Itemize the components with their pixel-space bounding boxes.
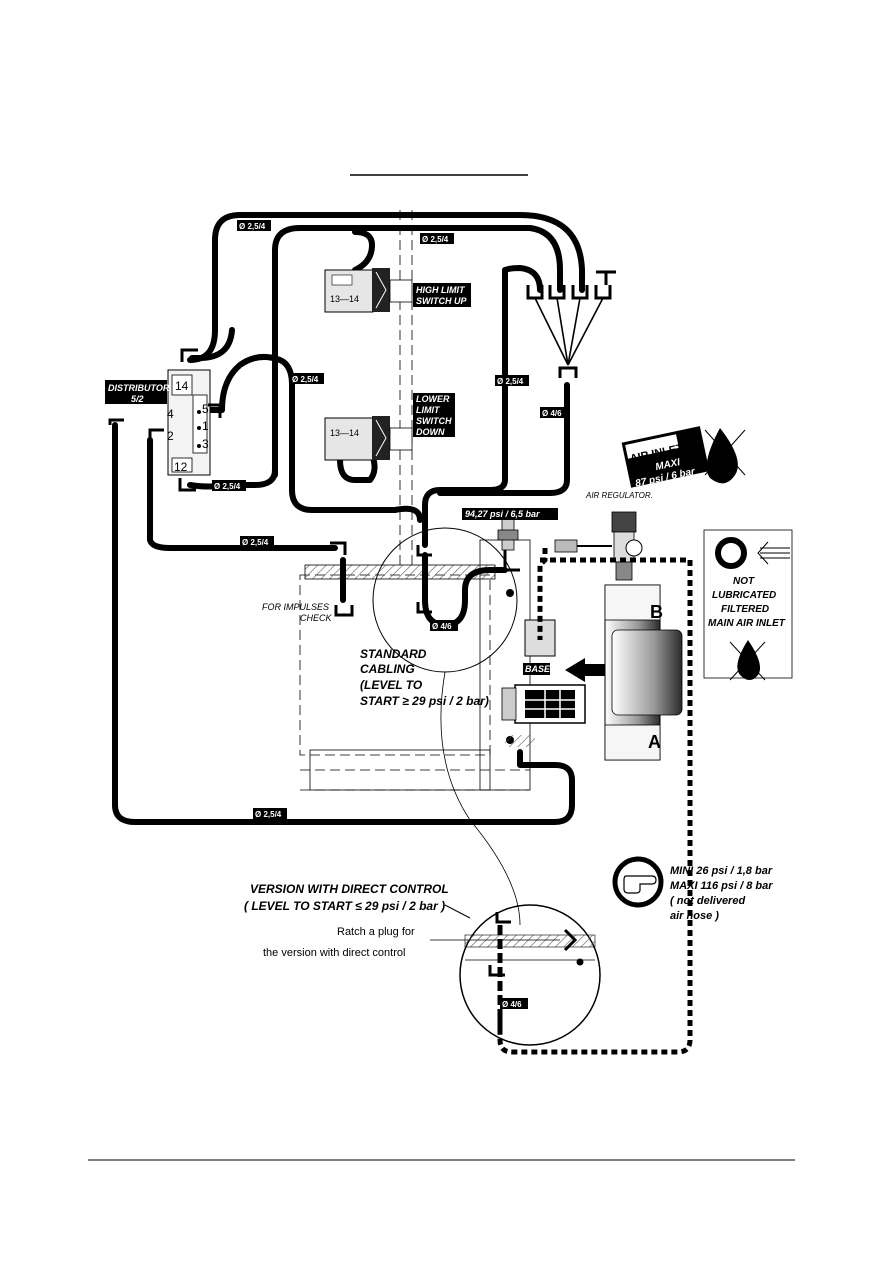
impulses-check-line1: FOR IMPULSES <box>262 602 329 612</box>
pressure-label-bg <box>462 508 558 520</box>
pressure-note-line3: ( not delivered <box>670 895 745 907</box>
distributor-label-line2: 5/2 <box>131 394 144 404</box>
air-inlet-line2: MAXI <box>654 457 681 473</box>
not-lubricated-line3: FILTERED <box>721 604 769 615</box>
port-14-label: 14 <box>175 379 189 393</box>
manifold-fan <box>534 297 604 366</box>
standard-cabling-line3: (LEVEL TO <box>360 678 423 692</box>
inlet-arrow-icon <box>757 541 790 565</box>
distributor-label-line1: DISTRIBUTOR <box>108 383 170 393</box>
standard-cabling-line2: CABLING <box>360 662 415 676</box>
dia-label-right-middle: Ø 2,5/4 <box>497 377 524 386</box>
pressure-note-line2: MAXI 116 psi / 8 bar <box>670 880 773 892</box>
hoses <box>112 212 585 825</box>
ratch-line2: the version with direct control <box>263 947 405 959</box>
leader-curve <box>440 671 521 926</box>
standard-cabling-line1: STANDARD <box>360 647 427 661</box>
distributor-block <box>108 348 222 492</box>
high-switch-terminal: 13—14 <box>330 294 359 304</box>
lower-limit-label-line2: LIMIT <box>416 405 441 415</box>
lower-switch-terminal: 13—14 <box>330 428 359 438</box>
pressure-note-line1: MINI 26 psi / 1,8 bar <box>670 865 773 877</box>
dia-label-impulses: Ø 2,5/4 <box>242 538 269 547</box>
base-arrow <box>565 658 605 682</box>
high-limit-switch <box>324 268 413 313</box>
impulse-fittings <box>330 541 432 617</box>
base-label: BASE <box>525 664 551 674</box>
hand-pointer-icon <box>612 856 664 908</box>
air-regulator-label: AIR REGULATOR. <box>585 491 653 500</box>
air-supply-dotted-line <box>497 548 693 1055</box>
not-lubricated-line1: NOT <box>733 576 755 587</box>
port-1-label: 1 <box>202 419 209 433</box>
air-regulator <box>554 511 643 581</box>
lower-limit-label-line4: DOWN <box>416 427 445 437</box>
not-lubricated-line4: MAIN AIR INLET <box>708 618 786 629</box>
cylinder <box>604 584 683 761</box>
dia-labels <box>212 220 568 1009</box>
direct-control-arrow <box>444 904 471 919</box>
port-4-label: 4 <box>167 407 174 421</box>
dia-label-manifold-feed: Ø 4/6 <box>542 409 562 418</box>
lower-limit-label-line1: LOWER <box>416 394 450 404</box>
oil-drop-crossed-icon-top <box>704 428 746 484</box>
lower-limit-label-line3: SWITCH <box>416 416 452 426</box>
lower-limit-switch <box>324 416 413 461</box>
pressure-valve-label: 94,27 psi / 6,5 bar <box>465 509 540 519</box>
standard-cabling-line4: START ≥ 29 psi / 2 bar) <box>360 694 489 708</box>
port-5-label: 5 <box>202 402 209 416</box>
dia-label-top-left: Ø 2,5/4 <box>239 222 266 231</box>
ratch-line1: Ratch a plug for <box>337 926 415 938</box>
air-inlet-tag <box>621 426 710 488</box>
cylinder-a-label: A <box>648 732 661 752</box>
direct-detail-circle <box>459 904 601 1046</box>
high-limit-label-bg <box>413 283 471 307</box>
direct-control-line2: ( LEVEL TO START ≤ 29 psi / 2 bar ) <box>244 899 445 913</box>
lower-limit-label-bg <box>413 393 455 437</box>
dia-label-circle: Ø 4/6 <box>432 622 452 631</box>
manifold-fittings <box>526 270 616 378</box>
distributor-label-bg <box>105 380 167 404</box>
pressure-note-line4: air hose ) <box>670 910 719 922</box>
port-12-label: 12 <box>174 460 188 474</box>
pressure-valve <box>497 509 520 597</box>
dia-label-bottom-loop: Ø 2,5/4 <box>255 810 282 819</box>
port-3-label: 3 <box>202 437 209 451</box>
dia-label-top-middle: Ø 2,5/4 <box>422 235 449 244</box>
port-2-label: 2 <box>167 429 174 443</box>
dia-label-left-middle: Ø 2,5/4 <box>292 375 319 384</box>
oil-drop-crossed-icon-bottom <box>729 640 766 681</box>
direct-control-line1: VERSION WITH DIRECT CONTROL <box>250 882 449 896</box>
dia-label-direct-detail: Ø 4/6 <box>502 1000 522 1009</box>
not-lubricated-line2: LUBRICATED <box>712 590 776 601</box>
cylinder-b-label: B <box>650 602 663 622</box>
main-air-inlet-ring <box>715 537 747 569</box>
high-limit-label-line1: HIGH LIMIT <box>416 285 466 295</box>
base-label-bg <box>523 663 550 675</box>
impulses-check-line2: CHECK <box>300 613 333 623</box>
direct-detail-contents <box>464 912 596 1030</box>
base-assembly <box>501 619 586 747</box>
high-limit-label-line2: SWITCH UP <box>416 296 467 306</box>
dia-label-distributor-bottom: Ø 2,5/4 <box>214 482 241 491</box>
